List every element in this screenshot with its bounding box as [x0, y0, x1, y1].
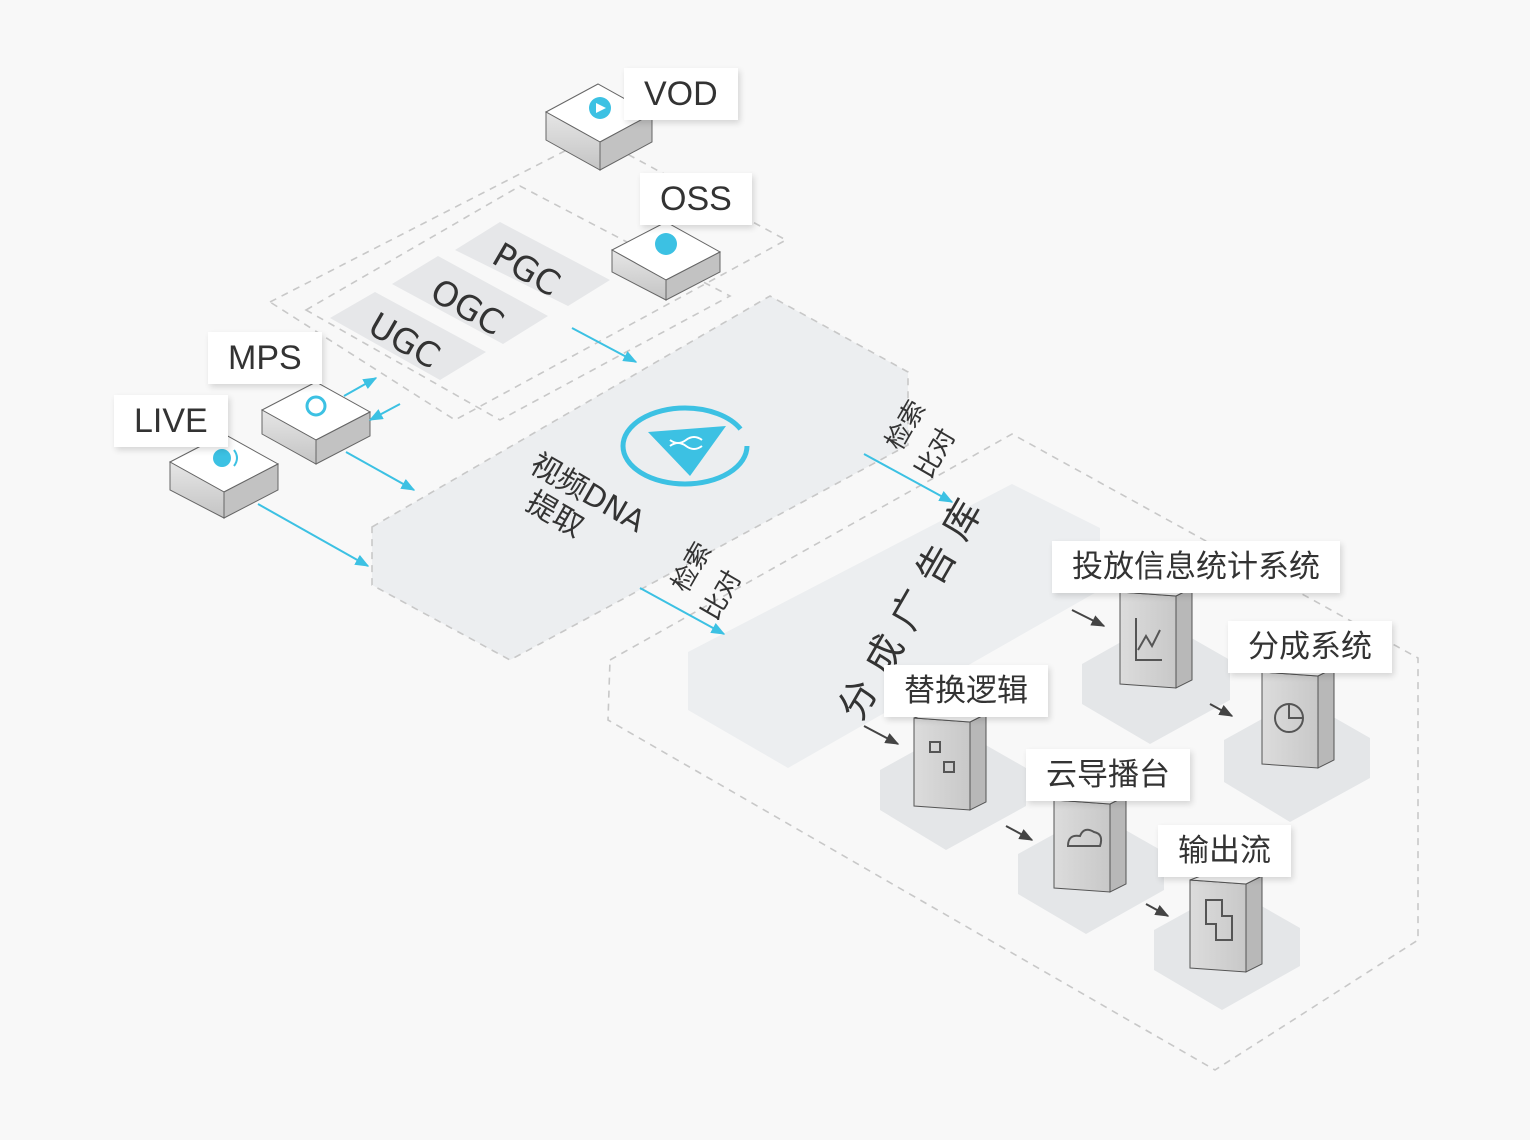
source-region-outer	[268, 135, 788, 421]
box-delivery-stats	[1119, 585, 1193, 689]
dna-icon	[620, 405, 750, 487]
revenue-share-label: 分成系统	[1228, 621, 1392, 673]
cloud-director-label: 云导播台	[1026, 749, 1190, 801]
tile-oss	[610, 221, 722, 301]
dna-extraction-platform	[371, 295, 909, 661]
live-label: LIVE	[114, 395, 228, 447]
tile-mps	[260, 381, 372, 465]
source-region-inner	[304, 185, 732, 421]
output-stream-label: 输出流	[1158, 825, 1291, 877]
mps-label: MPS	[208, 332, 322, 384]
oss-label: OSS	[640, 173, 752, 225]
vod-label: VOD	[624, 68, 738, 120]
broadcast-icon	[213, 449, 231, 467]
result-region-outer	[607, 433, 1419, 1071]
flow-arrows-dark	[863, 609, 1234, 917]
replace-logic-label: 替换逻辑	[884, 665, 1048, 717]
box-revenue-share	[1261, 665, 1335, 769]
cloud-upload-icon	[655, 233, 677, 255]
box-replace-logic	[913, 711, 987, 811]
cloud-signal-icon	[1066, 828, 1103, 847]
flow-arrows-blue	[257, 327, 954, 635]
box-cloud-director	[1053, 793, 1127, 893]
tile-live	[168, 433, 280, 519]
line-chart-icon	[1135, 618, 1162, 661]
box-output-stream	[1189, 873, 1263, 973]
swap-icon	[929, 741, 941, 753]
delivery-stats-label: 投放信息统计系统	[1052, 541, 1340, 593]
ad-library-platform	[688, 484, 1100, 768]
transcode-icon	[305, 395, 327, 417]
stream-output-icon	[1205, 899, 1233, 941]
